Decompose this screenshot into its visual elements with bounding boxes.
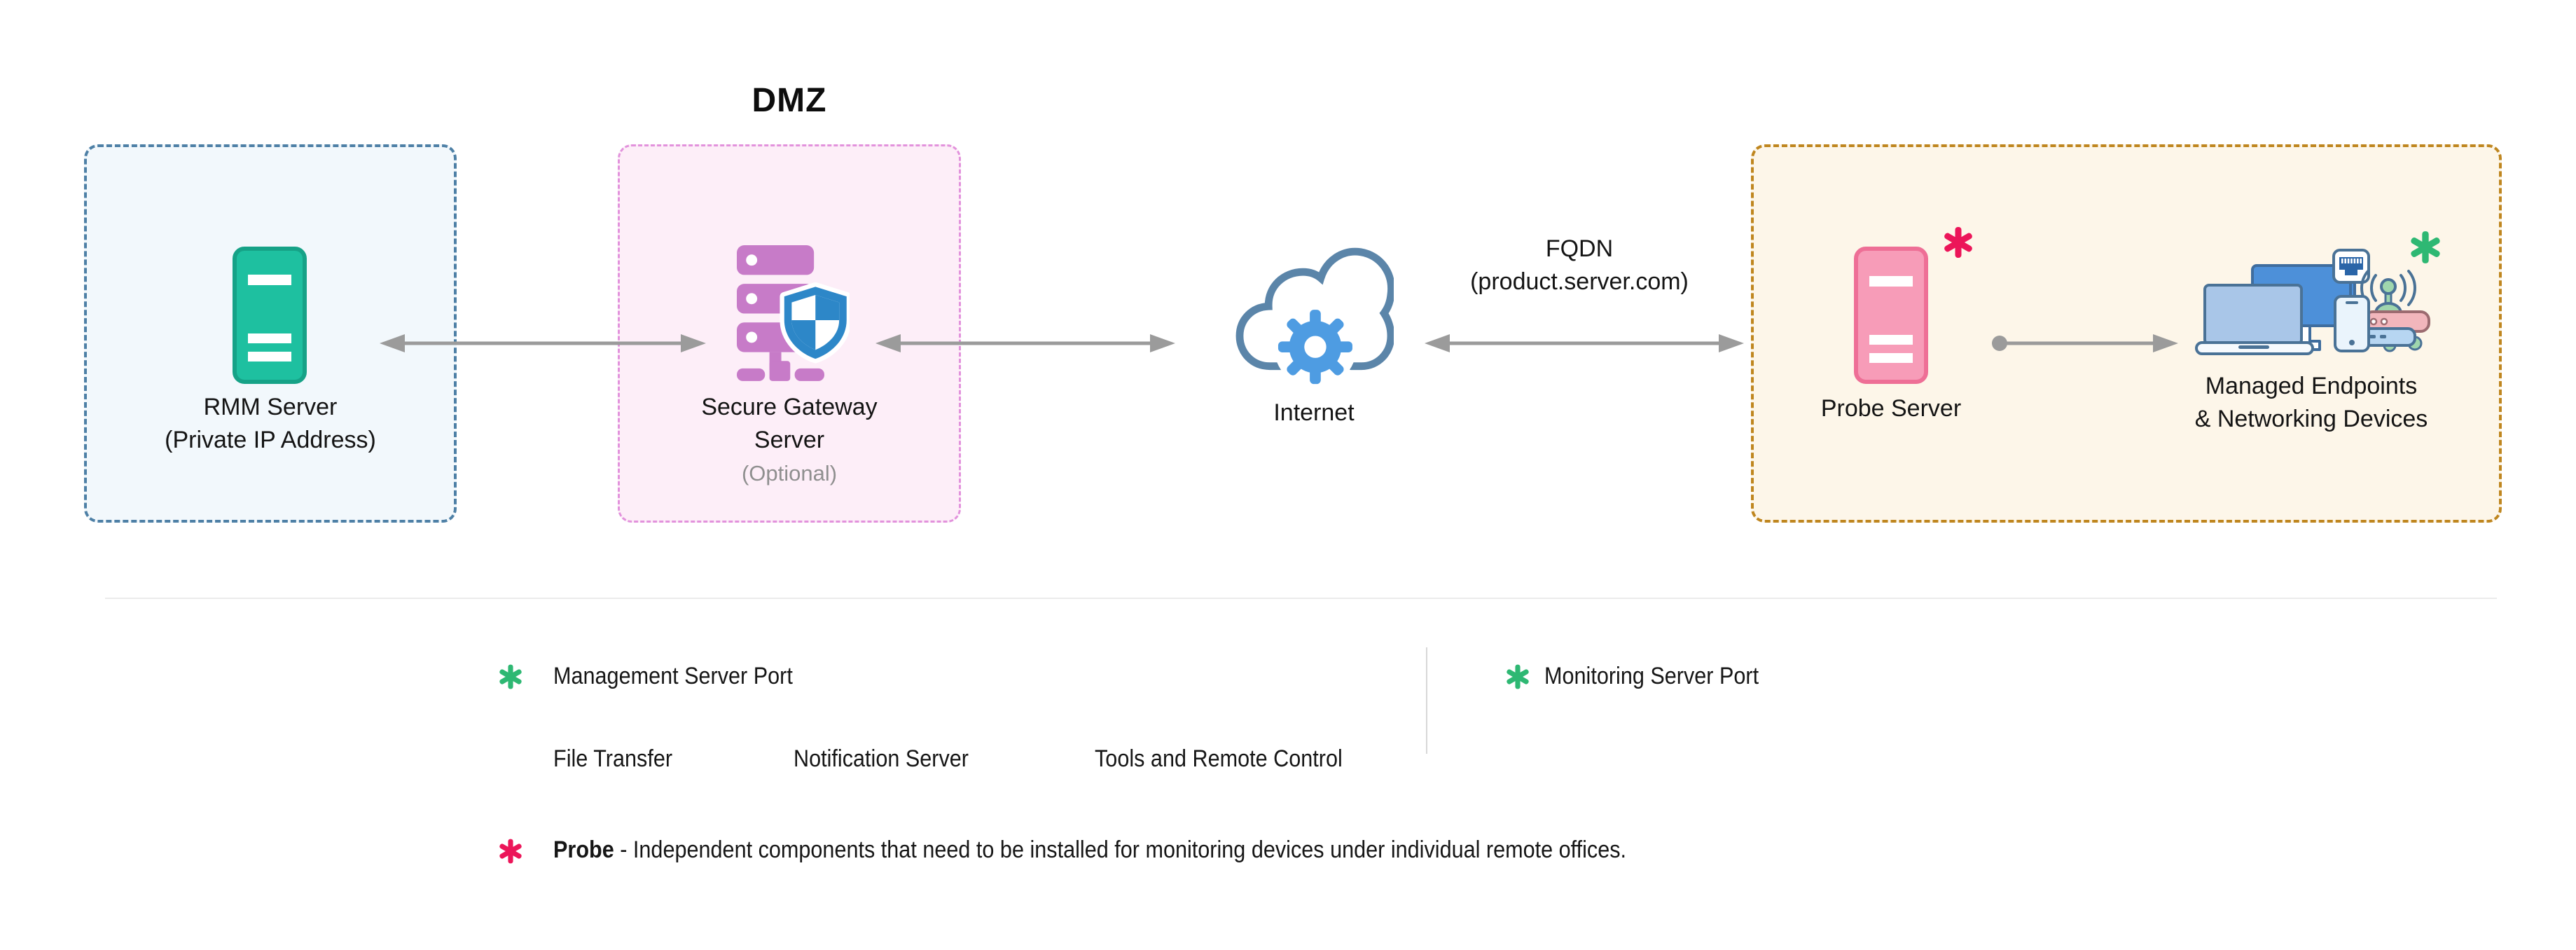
rmm-server-label: RMM Server (Private IP Address) (165, 394, 376, 453)
monitoring-port-asterisk-icon (1507, 664, 1529, 689)
arrow-internet-remote (1425, 334, 1744, 352)
fqdn-label: FQDN (product.server.com) (1470, 235, 1689, 295)
internet-label: Internet (1273, 399, 1355, 426)
legend-divider (105, 598, 2497, 599)
managed-devices-icon (2195, 249, 2430, 355)
arrow-probe-endpoints (1992, 334, 2178, 352)
probe-note-asterisk-icon (499, 839, 522, 864)
dmz-zone-title: DMZ (752, 82, 827, 119)
probe-note: Probe - Independent components that need… (553, 837, 1745, 864)
management-port-asterisk-icon (499, 664, 522, 689)
probe-asterisk-icon (1944, 227, 1972, 258)
legend-management-server-port: Management Server Port (553, 663, 793, 689)
probe-server-icon (1854, 247, 1928, 384)
shield-icon (780, 282, 850, 364)
endpoints-asterisk-icon (2411, 231, 2440, 263)
gateway-server-label: Secure Gateway Server (Optional) (618, 391, 961, 490)
probe-note-text: - Independent components that need to be… (614, 837, 1627, 863)
gateway-optional-label: (Optional) (741, 461, 838, 486)
legend-tools-remote-control: Tools and Remote Control (1095, 745, 1343, 772)
legend-vertical-divider (1426, 647, 1427, 754)
managed-endpoints-label: Managed Endpoints & Networking Devices (2194, 373, 2428, 432)
legend-file-transfer: File Transfer (553, 745, 673, 772)
probe-server-label: Probe Server (1820, 395, 1962, 422)
probe-note-term: Probe (553, 837, 614, 863)
arrow-rmm-gateway (380, 334, 706, 352)
arrow-gateway-internet (875, 334, 1175, 352)
internet-cloud-icon (1235, 247, 1394, 389)
secure-gateway-server-icon (737, 245, 850, 381)
legend-notification-server: Notification Server (794, 745, 969, 772)
rmm-server-icon (233, 247, 307, 384)
legend-monitoring-server-port: Monitoring Server Port (1544, 663, 1759, 689)
gear-icon (1274, 305, 1357, 389)
